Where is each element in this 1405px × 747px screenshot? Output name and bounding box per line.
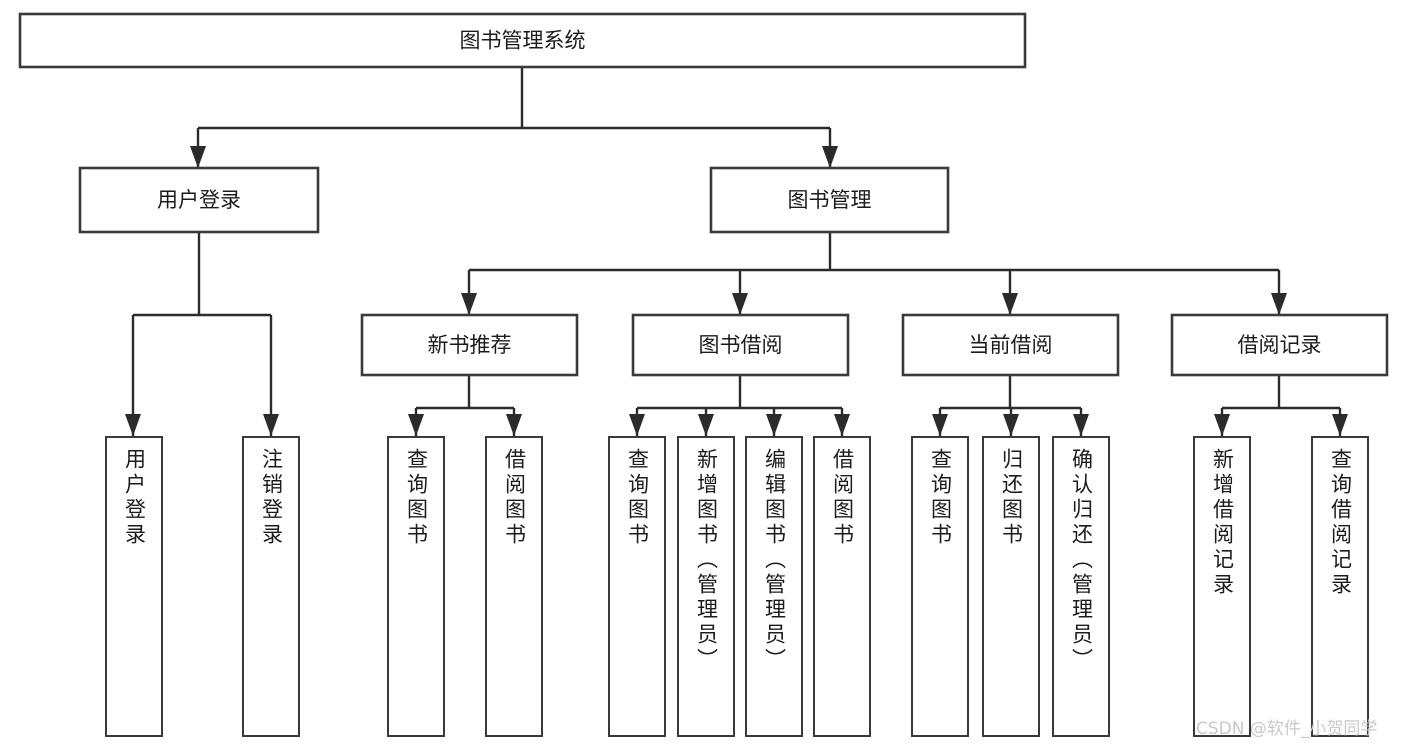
- arrow-head-icon: [125, 414, 141, 436]
- arrow-head-icon: [1214, 414, 1230, 436]
- node-label: 编辑图书（管理员）: [762, 448, 787, 673]
- node-label: 确认归还（管理员）: [1069, 448, 1094, 673]
- node-label: 注销登录: [259, 448, 284, 548]
- node-label: 用户登录: [122, 448, 147, 548]
- node-leaf-query-book-1[interactable]: 查询图书: [387, 436, 445, 737]
- node-label: 借阅图书: [502, 448, 527, 548]
- node-label: 图书管理系统: [460, 29, 586, 53]
- node-book-manage[interactable]: 图书管理: [709, 166, 950, 234]
- node-leaf-user-login[interactable]: 用户登录: [105, 436, 163, 737]
- node-label: 借阅图书: [830, 448, 855, 548]
- arrow-head-icon: [190, 146, 206, 168]
- arrow-head-icon: [408, 414, 424, 436]
- arrow-head-icon: [1073, 414, 1089, 436]
- node-leaf-borrow-book-2[interactable]: 借阅图书: [813, 436, 871, 737]
- arrow-head-icon: [263, 414, 279, 436]
- node-label: 新增图书（管理员）: [694, 448, 719, 673]
- node-leaf-return-book[interactable]: 归还图书: [982, 436, 1040, 737]
- node-leaf-add-borrow-record[interactable]: 新增借阅记录: [1193, 436, 1251, 737]
- node-label: 图书借阅: [699, 333, 783, 357]
- node-label: 查询图书: [625, 448, 650, 548]
- arrow-head-icon: [1002, 293, 1018, 315]
- node-label: 当前借阅: [969, 333, 1053, 357]
- node-leaf-add-book-admin[interactable]: 新增图书（管理员）: [677, 436, 735, 737]
- arrow-head-icon: [1271, 293, 1287, 315]
- node-label: 新增借阅记录: [1210, 448, 1235, 598]
- node-label: 查询借阅记录: [1328, 448, 1353, 598]
- node-leaf-query-book-3[interactable]: 查询图书: [911, 436, 969, 737]
- node-label: 新书推荐: [428, 333, 512, 357]
- arrow-head-icon: [461, 293, 477, 315]
- arrow-head-icon: [1332, 414, 1348, 436]
- arrow-head-icon: [506, 414, 522, 436]
- node-leaf-confirm-return-admin[interactable]: 确认归还（管理员）: [1052, 436, 1110, 737]
- node-leaf-borrow-book-1[interactable]: 借阅图书: [485, 436, 543, 737]
- node-label: 查询图书: [404, 448, 429, 548]
- node-root-图书管理系统[interactable]: 图书管理系统: [18, 12, 1027, 69]
- node-label: 归还图书: [999, 448, 1024, 548]
- node-leaf-logout-login[interactable]: 注销登录: [242, 436, 300, 737]
- connector-layer: [125, 67, 1348, 436]
- csdn-watermark: CSDN @软件_小贺同学: [1196, 719, 1378, 739]
- arrow-head-icon: [766, 414, 782, 436]
- node-leaf-query-book-2[interactable]: 查询图书: [608, 436, 666, 737]
- arrow-head-icon: [834, 414, 850, 436]
- arrow-head-icon: [629, 414, 645, 436]
- arrow-head-icon: [1003, 414, 1019, 436]
- arrow-head-icon: [822, 146, 838, 168]
- node-leaf-query-borrow-record[interactable]: 查询借阅记录: [1311, 436, 1369, 737]
- node-label: 查询图书: [928, 448, 953, 548]
- arrow-head-icon: [732, 293, 748, 315]
- arrow-head-icon: [698, 414, 714, 436]
- node-leaf-edit-book-admin[interactable]: 编辑图书（管理员）: [745, 436, 803, 737]
- node-label: 用户登录: [157, 188, 241, 212]
- node-borrow-record[interactable]: 借阅记录: [1170, 313, 1389, 377]
- node-book-borrow[interactable]: 图书借阅: [631, 313, 850, 377]
- node-label: 借阅记录: [1238, 333, 1322, 357]
- node-user-login[interactable]: 用户登录: [78, 166, 320, 234]
- node-current-borrow[interactable]: 当前借阅: [901, 313, 1120, 377]
- arrow-head-icon: [932, 414, 948, 436]
- node-new-book-recommend[interactable]: 新书推荐: [360, 313, 579, 377]
- node-label: 图书管理: [788, 188, 872, 212]
